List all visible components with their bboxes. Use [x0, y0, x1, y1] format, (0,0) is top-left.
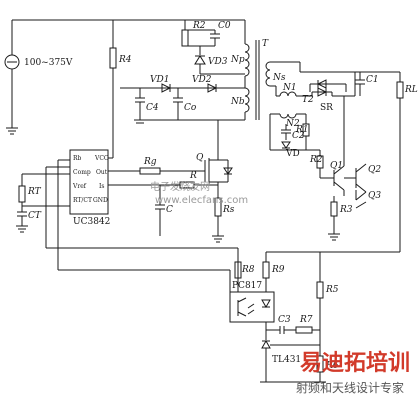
secondary-output: N1 T2 SR C1 RL — [270, 61, 418, 253]
r2b-label: R2 — [309, 155, 323, 165]
t2-label: T2 — [302, 95, 314, 105]
input-source: 100~375V — [4, 20, 73, 135]
r5-label: R5 — [325, 285, 339, 295]
optocoupler-pc817: PC817 R9 R8 — [229, 251, 320, 340]
r6-label: R6 — [325, 361, 339, 371]
c2-label: C4 — [146, 103, 159, 113]
pin-out: Out — [96, 169, 108, 176]
gate-drive: Rg Q — [108, 120, 233, 198]
r2-label: R2 — [192, 21, 206, 31]
feedback-wires — [45, 159, 239, 292]
ns-label: Ns — [272, 73, 286, 83]
pin-vref: Vref — [72, 183, 87, 190]
watermark-site-cn: 电子发烧友网 — [150, 180, 210, 193]
c-label: C — [166, 205, 173, 215]
pin-is: Is — [99, 183, 104, 190]
sr-label: SR — [320, 103, 333, 113]
r-label: R — [189, 171, 197, 181]
vd1-label: VD1 — [150, 75, 169, 85]
r1-label: R1 — [295, 125, 309, 135]
snubber: R2 C0 VD3 — [181, 20, 231, 74]
rg-label: Rg — [143, 157, 157, 167]
watermark-logo-text: 易迪拓培训 — [300, 350, 410, 376]
watermark-elecfans: 电子发烧友网 www.elecfans.com — [150, 180, 248, 206]
pin-comp: Comp — [73, 169, 91, 176]
q2-label: Q2 — [368, 165, 381, 175]
vd2-label: VD2 — [192, 75, 212, 85]
input-voltage-label: 100~375V — [24, 58, 73, 68]
controller-name: UC3842 — [73, 217, 110, 227]
r9-label: R8 — [241, 265, 255, 275]
co-label: C1 — [366, 75, 379, 85]
transformer-t-label: T — [262, 39, 269, 49]
timing-rc: RT CT — [16, 173, 70, 233]
pin-rb: Rb — [73, 155, 82, 162]
controller-uc3842: Rb VCC Comp Out Vref Is RT/CT GND UC3842 — [69, 149, 113, 227]
pin-gnd: GND — [93, 197, 108, 204]
pin-vcc: VCC — [94, 155, 109, 162]
rs-label: Rs — [222, 205, 235, 215]
c3-label: Co — [184, 103, 197, 113]
c1-label: C2 — [292, 131, 305, 141]
watermark-logo: 易迪拓培训 射频和天线设计专家 — [296, 350, 410, 395]
np-label: Np — [230, 55, 245, 65]
regulator-tl431: R5 C3 R7 TL431 R6 — [260, 252, 339, 383]
vd-label: VD — [285, 149, 300, 159]
watermark-logo-sub: 射频和天线设计专家 — [296, 380, 404, 395]
c0-label: C0 — [218, 21, 231, 31]
ct-label: CT — [28, 211, 42, 221]
driver-transistors: Q1 Q2 Q3 R3 — [320, 96, 381, 241]
rl-label: RL — [404, 85, 418, 95]
rt-label: RT — [27, 187, 42, 197]
transformer-t: T Np Nb Ns — [200, 20, 286, 120]
r8-label: R9 — [271, 265, 285, 275]
vd3-label: VD3 — [208, 57, 228, 67]
resistor-r4: R4 — [109, 20, 132, 158]
nb-label: Nb — [230, 97, 245, 107]
tl431-label: TL431 — [272, 355, 301, 365]
pc817-label: PC817 — [232, 281, 262, 291]
sr-driver: N2 R1 C2 VD R2 — [269, 113, 324, 178]
pin-rtct: RT/CT — [73, 197, 92, 204]
r4-label: R4 — [118, 55, 132, 65]
current-sense: R C Rs — [108, 171, 235, 243]
n2-label: N2 — [285, 119, 300, 129]
c4-label: C3 — [278, 315, 291, 325]
r7-label: R7 — [299, 315, 313, 325]
n1-label: N1 — [282, 83, 297, 93]
watermark-site-en: www.elecfans.com — [155, 195, 248, 206]
bias-rectifier: VD1 VD2 C4 Co — [120, 75, 245, 124]
q-label: Q — [196, 153, 204, 163]
r3-label: R3 — [339, 205, 353, 215]
q3-label: Q3 — [368, 191, 381, 201]
q1-label: Q1 — [330, 161, 343, 171]
